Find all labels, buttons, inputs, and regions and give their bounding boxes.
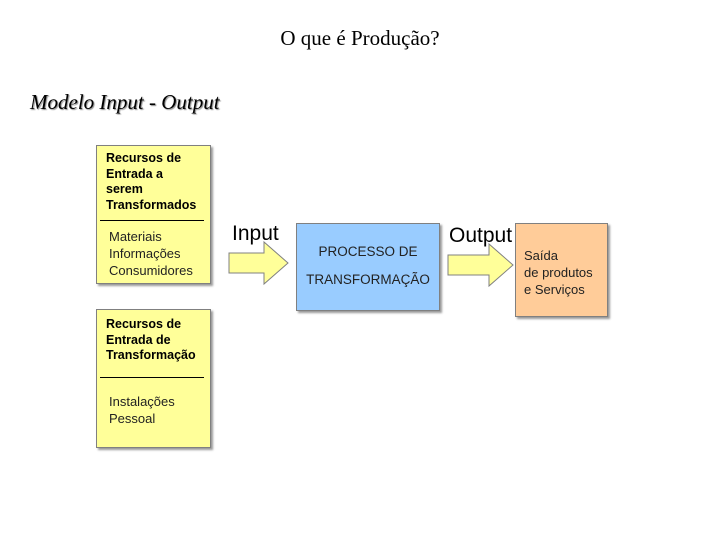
- input-resources-heading: Recursos de Entrada a serem Transformado…: [106, 151, 196, 213]
- list-item: Materiais: [109, 229, 162, 244]
- transform-resources-list: Instalações Pessoal: [109, 393, 175, 427]
- list-item: Informações: [109, 246, 181, 261]
- heading-divider: [100, 377, 204, 378]
- output-text: Saída de produtos e Serviços: [524, 247, 593, 298]
- heading-line: Recursos de: [106, 151, 182, 165]
- output-line: de produtos: [524, 265, 593, 280]
- heading-line: serem: [106, 182, 143, 196]
- process-box: PROCESSO DE TRANSFORMAÇÃO: [296, 223, 440, 311]
- input-resources-box: Recursos de Entrada a serem Transformado…: [96, 145, 211, 284]
- page-title: O que é Produção?: [280, 26, 440, 50]
- process-line-1: PROCESSO DE: [318, 244, 418, 259]
- transform-resources-heading: Recursos de Entrada de Transformação: [106, 317, 196, 364]
- list-item: Instalações: [109, 394, 175, 409]
- transform-resources-box: Recursos de Entrada de Transformação Ins…: [96, 309, 211, 448]
- heading-line: Entrada de: [106, 332, 171, 347]
- output-line: e Serviços: [524, 282, 585, 297]
- right-arrow-icon: [447, 242, 514, 288]
- output-line: Saída: [524, 248, 558, 263]
- list-item: Pessoal: [109, 411, 156, 426]
- output-box: Saída de produtos e Serviços: [515, 223, 608, 317]
- list-item: Consumidores: [109, 263, 193, 278]
- right-arrow-icon: [228, 240, 289, 286]
- heading-divider: [100, 220, 204, 221]
- process-line-2: TRANSFORMAÇÃO: [306, 272, 430, 287]
- heading-line: Recursos de: [106, 317, 182, 331]
- diagram-subtitle: Modelo Input - Output: [30, 90, 220, 114]
- heading-line: Transformados: [106, 197, 197, 212]
- heading-line: Transformação: [106, 348, 196, 362]
- output-label: Output: [449, 224, 513, 247]
- input-label: Input: [232, 222, 279, 245]
- heading-line: Entrada a: [106, 166, 163, 181]
- input-resources-list: Materiais Informações Consumidores: [109, 228, 193, 279]
